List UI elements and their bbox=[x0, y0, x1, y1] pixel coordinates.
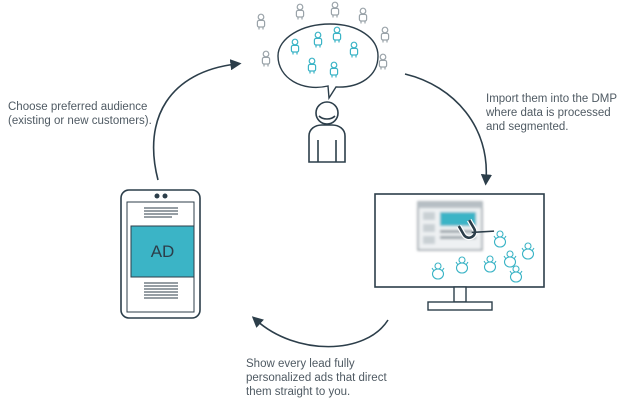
caption-line: and segmented. bbox=[486, 121, 569, 133]
ad-label: AD bbox=[151, 242, 175, 261]
caption-line: them straight to you. bbox=[246, 386, 351, 398]
cycle-arrow-icon bbox=[251, 316, 389, 348]
caption-line: Choose preferred audience bbox=[8, 101, 148, 113]
caption-import-dmp: Import them into the DMP where data is p… bbox=[486, 92, 617, 134]
cycle-arrow-icon bbox=[152, 59, 242, 181]
caption-show-ads: Show every lead fully personalized ads t… bbox=[246, 357, 387, 399]
monitor-icon bbox=[374, 193, 545, 311]
audience-group bbox=[256, 1, 390, 101]
caption-line: personalized ads that direct bbox=[246, 372, 387, 384]
cycle-arrow-icon bbox=[404, 73, 493, 186]
caption-line: (existing or new customers). bbox=[8, 115, 152, 127]
phone-icon: AD bbox=[120, 189, 201, 319]
thought-bubble bbox=[277, 23, 379, 101]
caption-line: Show every lead fully bbox=[246, 358, 355, 370]
caption-line: where data is processed bbox=[486, 107, 611, 119]
magnet-icon bbox=[456, 218, 495, 241]
ad-banner: AD bbox=[130, 225, 195, 278]
caption-choose-audience: Choose preferred audience (existing or n… bbox=[8, 100, 152, 128]
caption-line: Import them into the DMP bbox=[486, 93, 618, 105]
user-person-icon bbox=[308, 101, 346, 163]
